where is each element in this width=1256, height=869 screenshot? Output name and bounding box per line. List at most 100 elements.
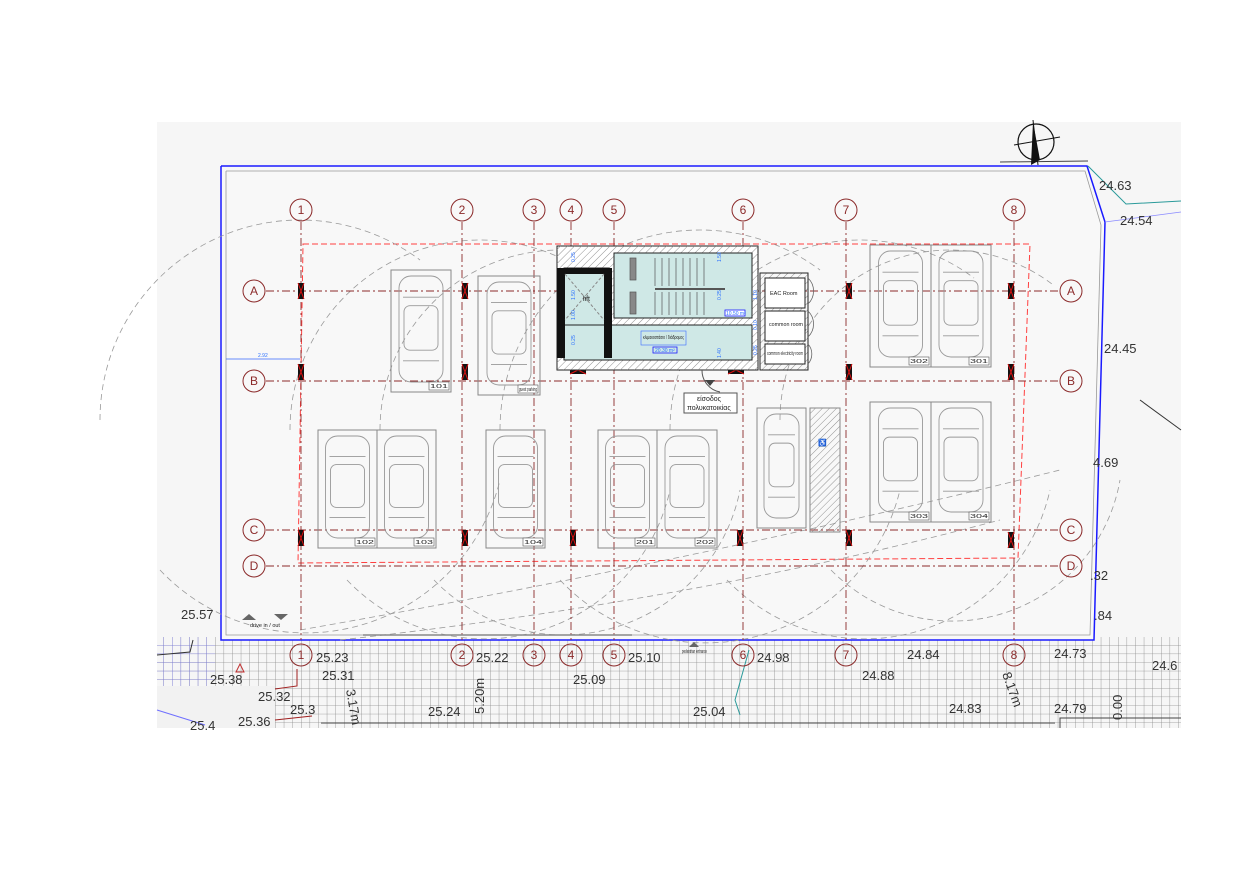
spot-elevation: 4.69	[1093, 455, 1118, 470]
axis-label-top: 8	[1011, 203, 1018, 217]
spot-elevation: 25.38	[210, 672, 243, 687]
parking-bay	[485, 429, 546, 549]
axis-bubble	[834, 198, 858, 222]
axis-label-bottom: 1	[298, 648, 305, 662]
axis-label-row: C	[250, 523, 259, 537]
parking-space-number: 201	[636, 540, 654, 546]
axis-bubble-bottom	[602, 643, 626, 667]
spot-elevation: 25.36	[238, 714, 271, 729]
car-icon	[493, 435, 538, 539]
maneuver-arc	[159, 479, 501, 634]
core-dimension: 1.10	[753, 290, 759, 300]
axis-bubble-bottom	[522, 643, 546, 667]
common-room-2	[764, 343, 806, 365]
lobby-label: κλιμακοστάσιο / διάδρομος	[643, 334, 684, 341]
column-cross	[461, 363, 469, 381]
axis-bubble	[242, 518, 266, 542]
lobby	[563, 324, 753, 361]
axis-bubble	[242, 279, 266, 303]
parking-space-number: 104	[524, 540, 542, 546]
axis-bubble	[242, 369, 266, 393]
eac-room	[764, 277, 806, 309]
axis-label-bottom: 8	[1011, 648, 1018, 662]
maneuver-arc	[726, 489, 1051, 640]
column-cross	[297, 282, 305, 300]
parking-space-number: 103	[415, 540, 433, 546]
parking-space-number: 101	[430, 384, 448, 390]
axis-label-bottom: 2	[459, 648, 466, 662]
contour-line-2	[1104, 211, 1182, 223]
setback-dimension: 2.92	[258, 353, 268, 359]
column-cross	[736, 529, 744, 547]
parking-bay	[390, 269, 452, 393]
axis-label-row: A	[250, 284, 258, 298]
column-cross	[845, 363, 853, 381]
stair-treads	[629, 257, 725, 315]
parking-bay	[930, 244, 992, 368]
axis-bubble	[450, 198, 474, 222]
column-cross	[1007, 531, 1015, 549]
axis-label-bottom: 7	[843, 648, 850, 662]
axis-label-row: D	[1067, 559, 1076, 573]
spot-elevation: 25.3	[290, 702, 315, 717]
car-icon	[384, 435, 429, 539]
parking-bay	[930, 401, 992, 523]
spot-elevation: 24.83	[949, 701, 982, 716]
stair-core: lift κλιμακοστάσιο / διάδρομος 20.30 m² …	[556, 245, 759, 371]
maneuver-arc	[99, 219, 421, 421]
spot-elevation: 25.04	[693, 704, 726, 719]
column-cross	[297, 363, 305, 381]
axis-bubble	[522, 198, 546, 222]
parking-space-number: guest parking	[519, 387, 537, 393]
car-icon	[938, 407, 984, 513]
spot-elevation: 25.24	[428, 704, 461, 719]
north-arrow-icon	[1013, 119, 1061, 166]
car-icon	[325, 435, 370, 539]
contour-line	[1087, 165, 1182, 205]
entrance-label-line1: είσοδος	[697, 395, 722, 403]
pedestrian-label: pedestrian entrance	[682, 649, 707, 655]
car-icon	[664, 435, 710, 539]
spot-elevation: 25.22	[476, 650, 509, 665]
axis-label-row: D	[250, 559, 259, 573]
axis-label-row: A	[1067, 284, 1075, 298]
axis-bubble-bottom	[1002, 643, 1026, 667]
car-icon	[938, 250, 984, 358]
car-icon	[763, 413, 800, 519]
common-room-label: common room	[769, 322, 803, 328]
maneuver-arc	[299, 469, 1061, 631]
core-dimensions: 0.251.501.000.251.500.251.401.100.100.25	[571, 252, 759, 358]
plot-boundary	[220, 165, 1106, 641]
drive-label: drive in / out	[250, 623, 280, 629]
axis-label-top: 7	[843, 203, 850, 217]
axis-bubble	[1059, 279, 1083, 303]
column-cross	[845, 529, 853, 547]
spot-elevation: 25.32	[258, 689, 291, 704]
axis-bubble-bottom	[289, 643, 313, 667]
sidewalk-patch	[157, 686, 275, 728]
common-room	[764, 310, 806, 342]
axis-label-top: 5	[611, 203, 618, 217]
spot-elevation: 24.88	[862, 668, 895, 683]
parking-space-number: 301	[970, 359, 988, 365]
spot-elevation: 24.63	[1099, 178, 1132, 193]
maneuver-arc	[559, 489, 901, 644]
axis-bubble-bottom	[559, 643, 583, 667]
car-icon	[398, 275, 444, 383]
core-dimension: 1.50	[571, 290, 577, 300]
axis-label-bottom: 3	[531, 648, 538, 662]
accessible-access-aisle	[809, 407, 841, 533]
common-room-2-label: common electricity room	[767, 351, 803, 357]
drive-in-arrow-icon	[242, 614, 256, 620]
entrance-door-swing	[701, 369, 721, 393]
core-dimension: 0.25	[571, 252, 577, 262]
parking-bay	[376, 429, 437, 549]
spot-elevation: 24.98	[757, 650, 790, 665]
stair-area: 10.50 m²	[726, 311, 746, 317]
column-cross	[297, 529, 305, 547]
survey-marker-icon	[235, 662, 245, 673]
axis-bubble	[731, 198, 755, 222]
building-setback-line	[297, 243, 1031, 564]
core-dimension: 0.25	[717, 290, 723, 300]
